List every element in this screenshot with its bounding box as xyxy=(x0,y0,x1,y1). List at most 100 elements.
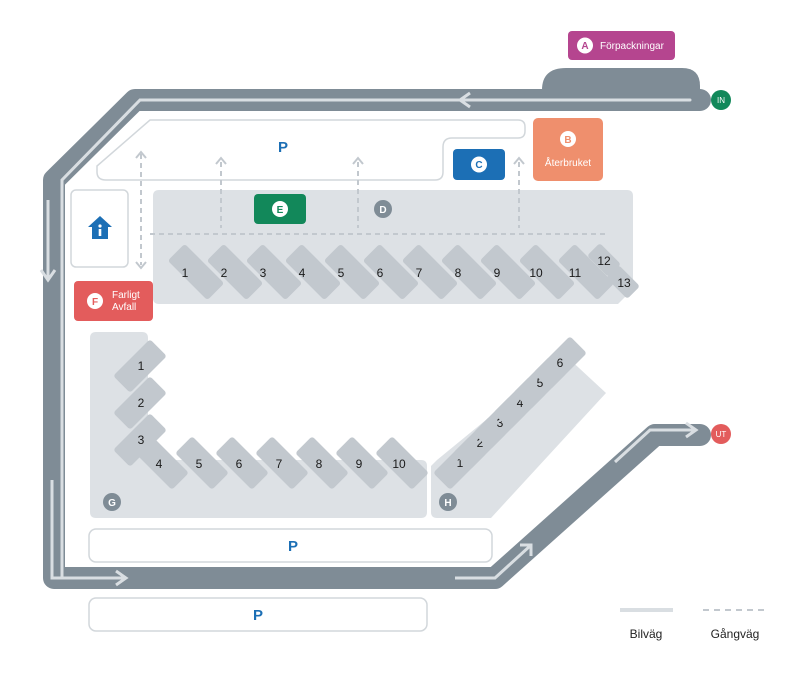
zone-d-slot-label-6: 6 xyxy=(377,266,384,280)
zone-h-slot-label-4: 4 xyxy=(517,396,524,410)
zone-d-slot-11[interactable] xyxy=(558,244,615,301)
parking-label-bottom: P xyxy=(253,607,263,624)
direction-arrow-bottom-right-head xyxy=(520,543,533,556)
legend-walkway-label: Gångväg xyxy=(711,627,760,641)
zone-h-slot-label-2: 2 xyxy=(477,436,484,450)
zone-h-slot-label-5: 5 xyxy=(537,376,544,390)
zone-g-slot-9[interactable] xyxy=(335,436,389,490)
zone-d-slot-label-12: 12 xyxy=(597,254,611,268)
zone-d-slot-1[interactable] xyxy=(168,244,225,301)
zone-d-letter: D xyxy=(379,205,386,216)
zone-d-slot-label-1: 1 xyxy=(182,266,189,280)
zone-g-slot-5[interactable] xyxy=(175,436,229,490)
zone-g-slot-2[interactable] xyxy=(113,376,167,430)
zone-g-slot-label-9: 9 xyxy=(356,457,363,471)
zone-d-slot-9[interactable] xyxy=(480,244,537,301)
zone-g-slot-label-2: 2 xyxy=(138,396,145,410)
zone-h-slot-label-3: 3 xyxy=(497,416,504,430)
zone-d-slot-2[interactable] xyxy=(207,244,264,301)
parking-label-middle: P xyxy=(288,538,298,555)
zone-d-slot-label-8: 8 xyxy=(455,266,462,280)
walkway-info-arrowhead-up xyxy=(135,150,147,159)
station-b-label: Återbruket xyxy=(545,156,591,169)
parking-label-top: P xyxy=(278,139,288,156)
zone-g-slot-label-5: 5 xyxy=(196,457,203,471)
info-house-icon xyxy=(88,216,112,239)
zone-g-slot-label-3: 3 xyxy=(138,433,145,447)
zone-d-slot-13[interactable] xyxy=(606,265,640,299)
station-e[interactable]: E xyxy=(254,194,306,224)
zone-g-slot-label-7: 7 xyxy=(276,457,283,471)
info-station[interactable] xyxy=(70,189,129,268)
zone-h-slot-6[interactable] xyxy=(533,336,587,390)
zone-d-slot-6[interactable] xyxy=(363,244,420,301)
zone-h-slot-label-1: 1 xyxy=(457,456,464,470)
station-b-letter: B xyxy=(564,135,571,146)
parking-lot-middle xyxy=(88,528,493,563)
station-a-letter: A xyxy=(581,41,588,52)
legend-road-label: Bilväg xyxy=(630,627,663,641)
station-a-forpackningar[interactable]: A Förpackningar xyxy=(568,31,675,60)
direction-arrow-bottom-left-head xyxy=(115,569,129,587)
walkway-arrowheads xyxy=(135,150,525,270)
exit-label: UT xyxy=(716,430,727,439)
exit-marker: UT xyxy=(711,424,731,444)
zone-g-slot-label-10: 10 xyxy=(392,457,406,471)
direction-arrow-exit-head xyxy=(685,421,699,439)
zone-d-slot-label-10: 10 xyxy=(529,266,543,280)
station-c-letter: C xyxy=(475,160,482,171)
zone-d-slot-label-5: 5 xyxy=(338,266,345,280)
zone-d-slot-label-3: 3 xyxy=(260,266,267,280)
zone-g-slot-6[interactable] xyxy=(215,436,269,490)
zone-d-slot-10[interactable] xyxy=(519,244,576,301)
station-b-aterbruket[interactable]: B Återbruket xyxy=(533,118,603,181)
zone-d-slot-label-9: 9 xyxy=(494,266,501,280)
direction-arrow-left-down-head xyxy=(39,269,57,283)
zone-g-slot-label-4: 4 xyxy=(156,457,163,471)
zone-g-slot-1[interactable] xyxy=(113,339,167,393)
station-f-label-line2: Avfall xyxy=(112,302,136,313)
direction-arrow-exit xyxy=(613,428,695,464)
zone-d-slot-3[interactable] xyxy=(246,244,303,301)
station-f-farligt-avfall[interactable]: F Farligt Avfall xyxy=(74,281,153,321)
zone-d-slot-label-4: 4 xyxy=(299,266,306,280)
station-f-label-line1: Farligt xyxy=(112,290,140,301)
zone-d-slot-7[interactable] xyxy=(402,244,459,301)
zone-g-slot-7[interactable] xyxy=(255,436,309,490)
zone-d-slot-label-13: 13 xyxy=(617,276,631,290)
parking-lot-bottom xyxy=(88,597,428,632)
walkway-info-arrowhead-down xyxy=(135,261,147,270)
zone-d-slot-4[interactable] xyxy=(285,244,342,301)
parking-lot-top xyxy=(96,119,526,181)
direction-arrows xyxy=(39,91,699,587)
zone-d-slot-12[interactable] xyxy=(587,243,621,277)
entrance-ramp xyxy=(542,68,700,100)
zone-g-slot-3[interactable] xyxy=(113,413,167,467)
zone-g-slot-label-1: 1 xyxy=(138,359,145,373)
zone-h-letter: H xyxy=(444,498,451,509)
station-f-letter: F xyxy=(92,297,98,308)
zone-g-slot-8[interactable] xyxy=(295,436,349,490)
zone-h xyxy=(431,355,606,518)
zone-d-slot-label-2: 2 xyxy=(221,266,228,280)
zone-g-letter: G xyxy=(108,498,116,509)
legend: Bilväg Gångväg xyxy=(620,608,767,641)
zone-d-slot-8[interactable] xyxy=(441,244,498,301)
zone-d-slot-5[interactable] xyxy=(324,244,381,301)
zone-h-marker: H xyxy=(439,493,457,511)
entrance-marker: IN xyxy=(711,90,731,110)
zone-g-slot-label-6: 6 xyxy=(236,457,243,471)
station-a-label: Förpackningar xyxy=(600,41,665,52)
zone-d-slot-label-7: 7 xyxy=(416,266,423,280)
entrance-label: IN xyxy=(717,96,725,105)
zone-h-slot-label-6: 6 xyxy=(557,356,564,370)
zone-g-slot-4[interactable] xyxy=(135,436,189,490)
station-c[interactable]: C xyxy=(453,149,505,180)
zone-g-slot-10[interactable] xyxy=(375,436,429,490)
direction-arrow-entry-head xyxy=(457,91,471,109)
zone-d-marker: D xyxy=(374,200,392,218)
walkways xyxy=(140,154,605,265)
